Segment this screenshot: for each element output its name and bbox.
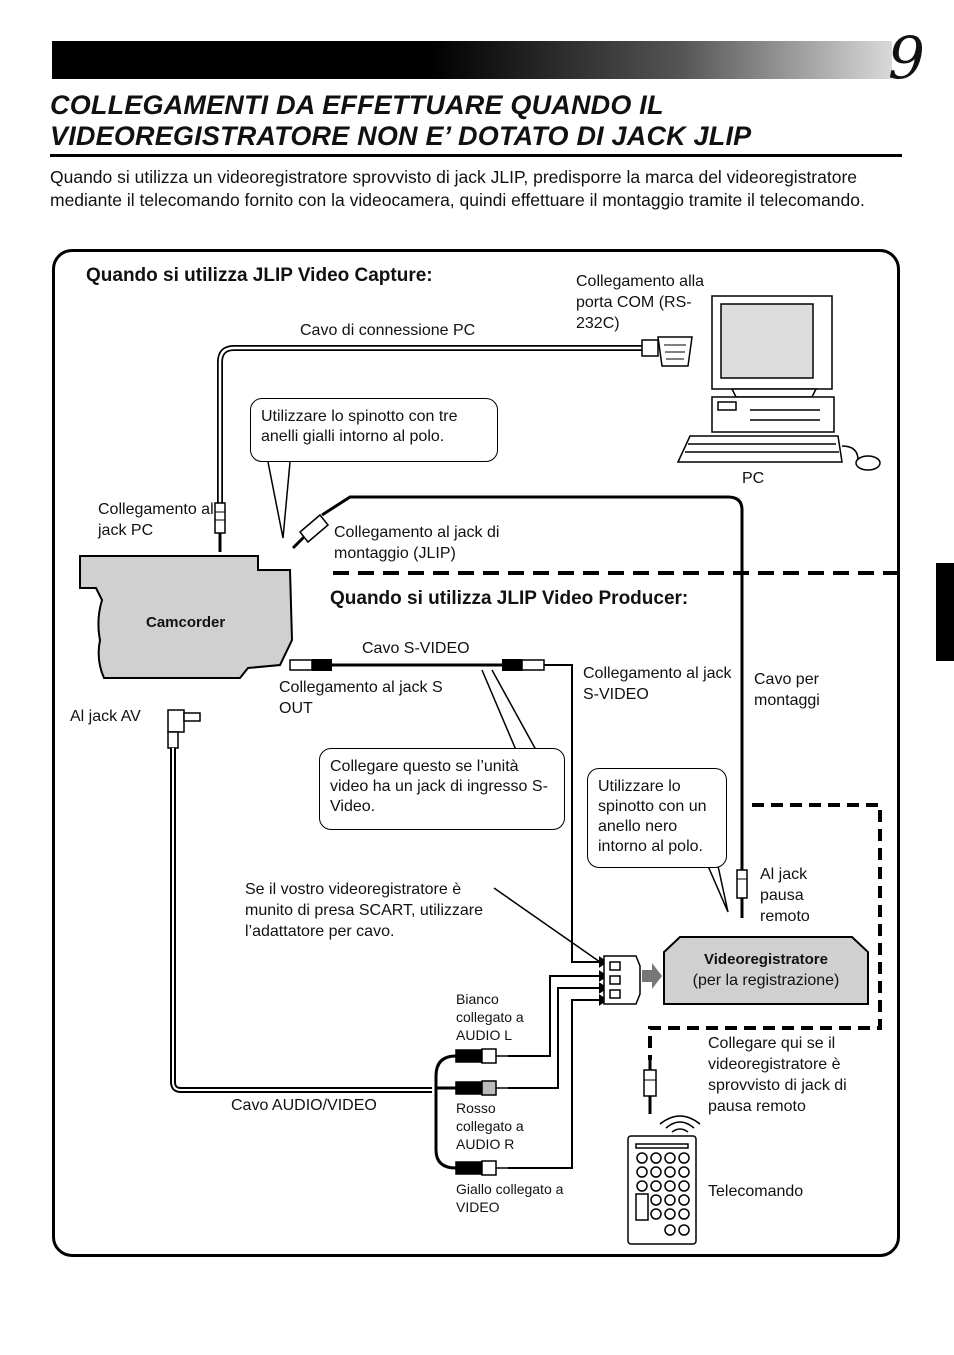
page-title: COLLEGAMENTI DA EFFETTUARE QUANDO IL VID… [50,90,752,151]
av-cable-label: Cavo AUDIO/VIDEO [231,1097,377,1114]
scart-note-label: Se il vostro videoregistratore è munito … [245,881,484,940]
scart-adapter-icon [603,955,641,1005]
remote-cable-plug-icon [643,1060,657,1114]
pc-jack-plug-icon [214,502,226,552]
section-capture-heading: Quando si utilizza JLIP Video Capture: [86,265,433,286]
white-plug-label: Bianco collegato a AUDIO L [456,991,524,1043]
remote-control-icon [627,1135,697,1245]
red-plug-label: Rosso collegato a AUDIO R [456,1100,524,1152]
yellow-plug-label: Giallo collegato a VIDEO [456,1181,564,1215]
infrared-waves-icon [659,1115,701,1133]
edit-cable-label: Cavo per montaggi [754,671,820,709]
edit-cable [321,495,744,870]
callout-pointers [267,461,729,963]
diagram-frame [52,249,900,1257]
av-cable [170,748,457,1170]
intro-paragraph: Quando si utilizza un videoregistratore … [50,167,865,210]
remote-pause-plug-icon [736,869,748,918]
callout-svideo-input: Collegare questo se l’unità video ha un … [319,748,565,830]
remote-label: Telecomando [708,1183,804,1200]
jlip-jack-label: Collegamento al jack di montaggio (JLIP) [334,524,500,562]
pc-cable [217,345,650,503]
av-jack-label: Al jack AV [70,708,141,725]
s-out-label: Collegamento al jack S OUT [279,679,443,717]
callout-black-ring: Utilizzare lo spinotto con un anello ner… [587,768,727,868]
callout-yellow-rings: Utilizzare lo spinotto con tre anelli gi… [250,398,498,462]
pc-label: PC [742,470,765,487]
svideo-jack-label: Collegamento al jack S-VIDEO [583,665,732,703]
section-producer-heading: Quando si utilizza JLIP Video Producer: [330,588,689,609]
svideo-cable-label: Cavo S-VIDEO [362,640,470,657]
header-gradient-bar [52,41,892,79]
camcorder-icon [79,555,294,679]
pc-jack-label: Collegamento al jack PC [98,501,214,539]
connect-here-label: Collegare qui se il videoregistratore è … [708,1035,847,1115]
svideo-cable [289,659,600,963]
arrow-to-vcr-icon [642,963,662,989]
vcr-label: Videoregistratore [704,951,828,968]
com-port-label: Collegamento alla porta COM (RS-232C) [576,273,705,332]
section-tab-marker [936,563,954,661]
rca-to-scart-lines [508,956,608,1169]
vcr-sublabel: (per la registrazione) [692,972,840,989]
vcr-icon [663,936,869,1005]
computer-icon [676,295,881,471]
remote-route-dashed [648,803,882,1060]
title-divider [50,154,902,157]
remote-pause-label: Al jack pausa remoto [760,866,810,925]
pc-cable-label: Cavo di connessione PC [300,322,476,339]
db9-connector-icon [641,336,693,367]
camcorder-label: Camcorder [146,614,226,631]
rca-plugs [455,1048,508,1176]
av-jack-plug-icon [167,709,201,749]
page-number: 9 [888,24,925,92]
jlip-plug-icon [291,513,330,550]
